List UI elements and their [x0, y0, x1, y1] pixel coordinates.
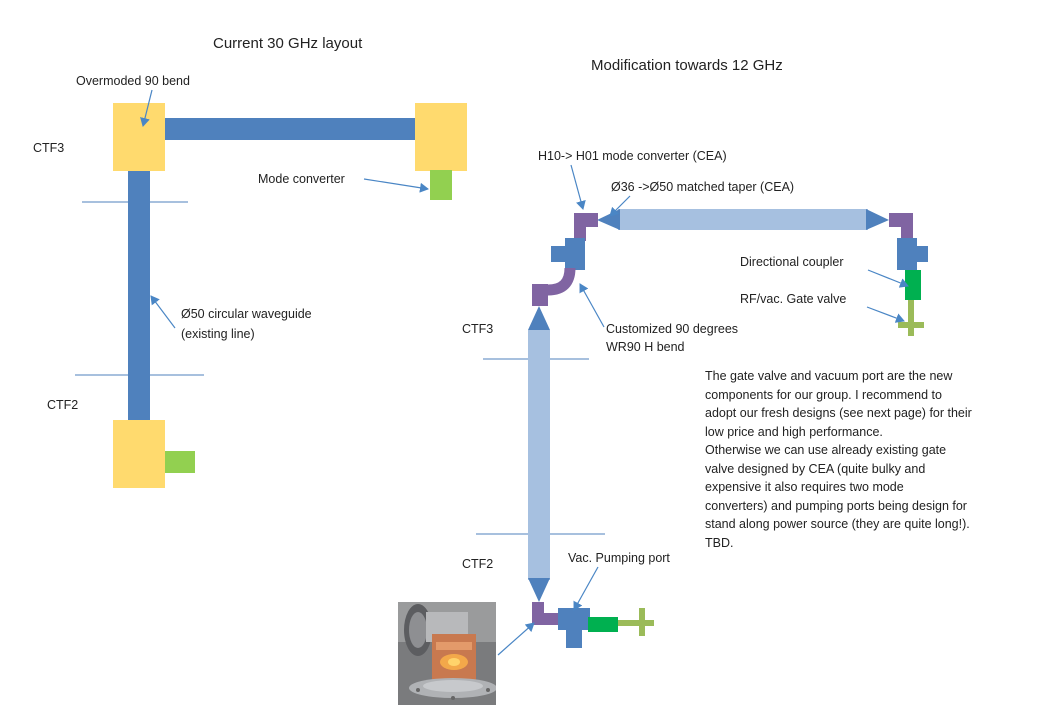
mode-converter-label: Mode converter	[258, 172, 345, 186]
ctf3-label-right: CTF3	[462, 322, 494, 336]
photo-arrow	[497, 622, 535, 656]
left-layout	[75, 89, 467, 488]
directional-coupler-label: Directional coupler	[740, 255, 844, 269]
copper-cavity-photo-icon	[398, 602, 496, 705]
taper-label: Ø36 ->Ø50 matched taper (CEA)	[611, 180, 795, 194]
circular-waveguide-label-line1: Ø50 circular waveguide	[181, 307, 312, 321]
tee-junction-right	[897, 238, 917, 270]
bottom-taper	[528, 578, 550, 602]
directional-coupler-arrow	[867, 269, 909, 288]
pumping-port-stub	[566, 626, 582, 648]
h10-h01-converter-vertical	[574, 213, 586, 241]
gate-valve-crossbar	[898, 322, 924, 328]
circular-waveguide-arrow	[150, 295, 176, 329]
horizontal-light-waveguide	[618, 209, 868, 230]
gate-valve-label: RF/vac. Gate valve	[740, 292, 847, 306]
mode-converter-block	[430, 170, 452, 200]
pumping-port-tee	[558, 608, 590, 630]
left-title: Current 30 GHz layout	[213, 35, 363, 52]
bottom-bend-horizontal	[532, 613, 560, 625]
wr90-bend-flange	[532, 284, 548, 306]
tee-junction-left-arm	[551, 246, 567, 262]
note-line: low price and high performance.	[705, 424, 883, 439]
note-line: stand along power source (they are quite…	[705, 517, 970, 531]
note-line: adopt our fresh designs (see next page) …	[705, 406, 972, 420]
horizontal-circular-waveguide	[163, 118, 417, 140]
taper-arrow	[609, 195, 631, 217]
mode-converter-arrow	[363, 178, 429, 193]
wr90-h-bend	[547, 267, 576, 296]
ctf2-label-right: CTF2	[462, 557, 494, 571]
note-line: expensive it also requires two mode	[705, 480, 904, 494]
ctf2-bend-block	[113, 420, 165, 488]
tee-junction-right-arm	[914, 246, 928, 262]
note-line: TBD.	[705, 535, 734, 550]
circular-waveguide-label-line2: (existing line)	[181, 327, 255, 341]
gate-valve-stem	[908, 300, 914, 336]
directional-coupler-block	[905, 270, 921, 300]
right-bend-block	[415, 103, 467, 171]
overmoded-bend-label: Overmoded 90 bend	[76, 74, 190, 88]
h10-h01-converter-right-vertical	[901, 213, 913, 241]
note-line: Otherwise we can use already existing ga…	[705, 443, 947, 457]
bottom-green-section	[588, 617, 618, 632]
right-title: Modification towards 12 GHz	[591, 57, 783, 74]
vertical-circular-waveguide	[128, 168, 150, 422]
right-taper	[866, 209, 889, 230]
wr90-bend-label-line2: WR90 H bend	[606, 340, 685, 354]
note-line: valve designed by CEA (quite bulky and	[705, 461, 926, 476]
bottom-valve-stem	[618, 620, 654, 626]
h10-h01-converter-label: H10-> H01 mode converter (CEA)	[538, 149, 727, 163]
pumping-port-label: Vac. Pumping port	[568, 551, 670, 565]
h10-converter-arrow	[570, 164, 586, 210]
left-taper	[597, 209, 620, 230]
vertical-light-waveguide	[528, 330, 550, 580]
overmoded-bend-block	[113, 103, 165, 171]
notes-paragraph: The gate valve and vacuum port are the n…	[705, 367, 1030, 552]
ctf3-label-left: CTF3	[33, 141, 65, 155]
tee-junction-left	[565, 238, 585, 270]
wr90-bend-arrow	[579, 283, 605, 328]
right-layout	[476, 164, 928, 656]
pumping-port-arrow	[573, 566, 599, 611]
gate-valve-arrow	[866, 306, 905, 323]
wr90-bend-label-line1: Customized 90 degrees	[606, 322, 739, 336]
top-taper	[528, 306, 550, 330]
bottom-valve-crossbar	[639, 608, 645, 636]
note-line: components for our group. I recommend to	[705, 387, 942, 402]
note-line: The gate valve and vacuum port are the n…	[705, 369, 953, 383]
note-line: converters) and pumping ports being desi…	[705, 498, 967, 513]
overmoded-bend-arrow	[140, 89, 153, 127]
ctf2-label-left: CTF2	[47, 398, 79, 412]
ctf2-mode-converter-block	[165, 451, 195, 473]
